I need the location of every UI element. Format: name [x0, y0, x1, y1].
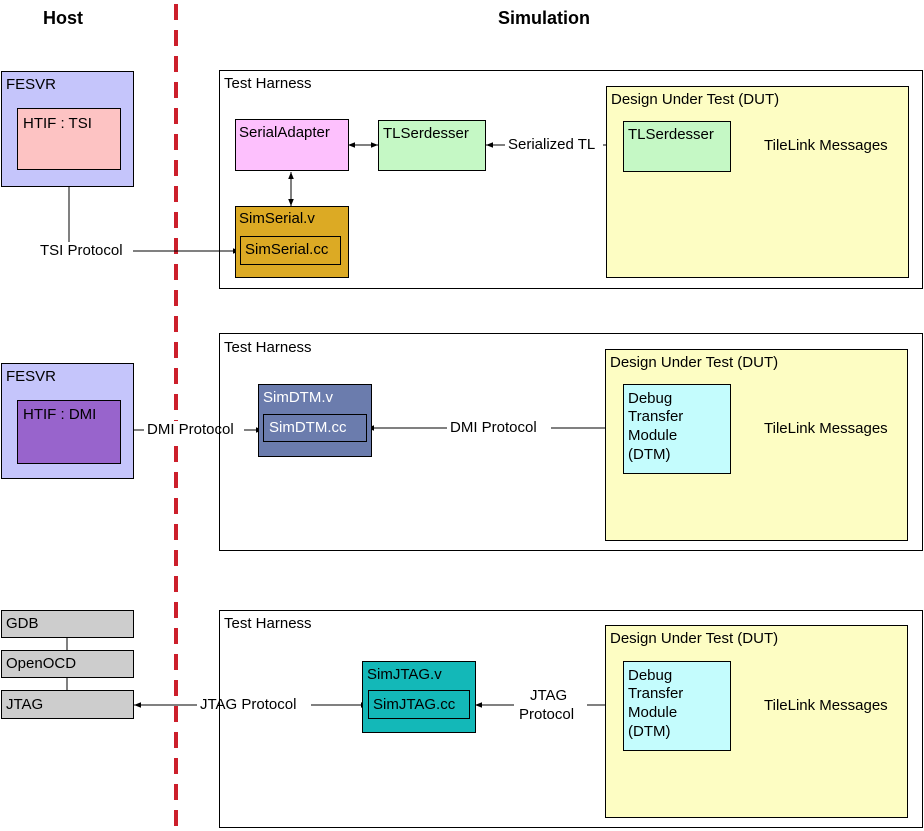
simdtm-cc-box: SimDTM.cc: [263, 414, 367, 442]
test-harness-label: Test Harness: [224, 339, 312, 356]
dtm-line-4: (DTM): [628, 446, 671, 463]
dtm-line-2: Transfer: [628, 685, 684, 702]
simjtag-cc-box: SimJTAG.cc: [368, 690, 470, 719]
dut-label: Design Under Test (DUT): [610, 354, 779, 371]
jtag-protocol-left-label: JTAG Protocol: [197, 696, 300, 714]
fesvr-label: FESVR: [6, 368, 57, 385]
dtm-line-2: Transfer: [628, 408, 684, 425]
tilelink-label-1: TileLink Messages: [764, 137, 888, 154]
htif-dmi-box: HTIF : DMI: [17, 400, 121, 464]
dut-tlserdesser-box: TLSerdesser: [623, 121, 731, 172]
serial-adapter-label: SerialAdapter: [239, 124, 330, 141]
tlserdesser-box: TLSerdesser: [378, 120, 486, 171]
openocd-label: OpenOCD: [6, 655, 77, 672]
serialized-tl-label: Serialized TL: [505, 136, 599, 154]
test-harness-3: Test Harness: [219, 610, 923, 828]
jtag-box: JTAG: [1, 690, 134, 719]
simjtag-v-label: SimJTAG.v: [367, 666, 442, 683]
dmi-protocol-left-label: DMI Protocol: [144, 421, 237, 439]
dut-tlserdesser-label: TLSerdesser: [628, 126, 714, 143]
test-harness-2: Test Harness: [219, 333, 923, 551]
jtag-label: JTAG: [6, 696, 44, 713]
htif-tsi-box: HTIF : TSI: [17, 108, 121, 170]
simjtag-cc-label: SimJTAG.cc: [373, 696, 456, 713]
dtm-box-2: Debug Transfer Module (DTM): [623, 384, 731, 474]
dtm-line-1: Debug: [628, 667, 673, 684]
simserial-v-label: SimSerial.v: [239, 210, 315, 227]
dtm-line-1: Debug: [628, 390, 673, 407]
test-harness-label: Test Harness: [224, 615, 312, 632]
openocd-box: OpenOCD: [1, 650, 134, 678]
dtm-line-4: (DTM): [628, 723, 671, 740]
dmi-protocol-right-label: DMI Protocol: [447, 419, 540, 437]
gdb-label: GDB: [6, 615, 39, 632]
dut-label: Design Under Test (DUT): [610, 630, 779, 647]
tsi-protocol-label: TSI Protocol: [37, 242, 126, 260]
simdtm-v-label: SimDTM.v: [263, 389, 333, 406]
simserial-cc-box: SimSerial.cc: [240, 236, 341, 265]
jtag-protocol-right-label-1: JTAG: [527, 687, 571, 705]
dtm-line-3: Module: [628, 704, 678, 721]
dtm-box-3: Debug Transfer Module (DTM): [623, 661, 731, 751]
fesvr-label: FESVR: [6, 76, 57, 93]
dut-box-1: Design Under Test (DUT): [606, 86, 909, 278]
htif-tsi-label: HTIF : TSI: [23, 115, 92, 132]
jtag-protocol-right-label-2: Protocol: [516, 706, 578, 724]
simulation-header: Simulation: [498, 8, 591, 28]
test-harness-label: Test Harness: [224, 75, 312, 92]
tilelink-label-2: TileLink Messages: [764, 420, 888, 437]
test-harness-1: Test Harness: [219, 70, 923, 289]
dtm-line-3: Module: [628, 427, 678, 444]
serial-adapter-box: SerialAdapter: [235, 119, 349, 171]
host-header: Host: [43, 8, 83, 28]
dut-label: Design Under Test (DUT): [611, 91, 780, 108]
tlserdesser-label: TLSerdesser: [383, 125, 469, 142]
htif-dmi-label: HTIF : DMI: [23, 406, 97, 423]
simserial-cc-label: SimSerial.cc: [245, 241, 329, 258]
simdtm-cc-label: SimDTM.cc: [269, 419, 347, 436]
gdb-box: GDB: [1, 610, 134, 638]
tilelink-label-3: TileLink Messages: [764, 697, 888, 714]
